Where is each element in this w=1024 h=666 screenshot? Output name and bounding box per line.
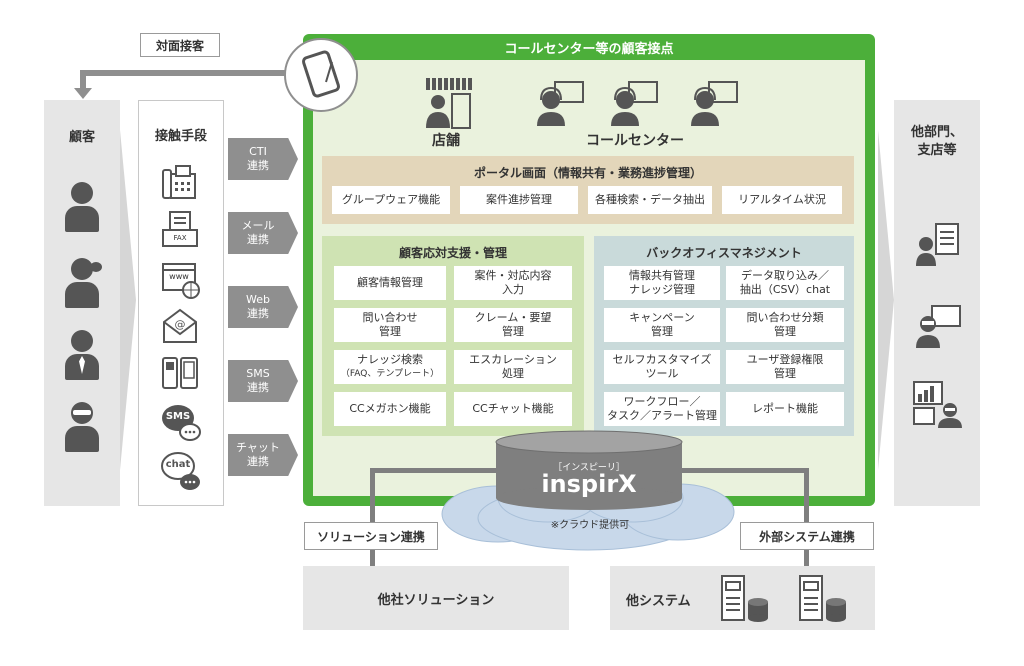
backoffice-item: セルフカスタマイズツール (604, 350, 720, 384)
backoffice-item: データ取り込み／抽出（CSV）chat (726, 266, 844, 300)
solution-connector-horizontal (370, 468, 510, 473)
support-panel: 顧客応対支援・管理 顧客情報管理 案件・対応内容入力 問い合わせ管理 クレーム・… (322, 236, 584, 436)
external-link-label: 外部システム連携 (740, 522, 874, 550)
support-item: エスカレーション処理 (454, 350, 572, 384)
chat-icon: chat (160, 450, 202, 492)
other-dept-chevron (878, 130, 894, 470)
portal-panel: ポータル画面（情報共有・業務進捗管理） グループウェア機能 案件進捗管理 各種検… (322, 156, 854, 224)
mail-icon: @ (162, 308, 198, 344)
mobile-phones-icon (161, 356, 201, 390)
backoffice-item: レポート機能 (726, 392, 844, 426)
inspirx-name: inspirX (541, 470, 637, 498)
store-icon (424, 76, 474, 130)
other-solution-box: 他社ソリューション (303, 566, 569, 630)
support-item: CCチャット機能 (454, 392, 572, 426)
face-to-face-line-vertical (80, 70, 86, 90)
operator-icon (535, 80, 587, 128)
portal-title: ポータル画面（情報共有・業務進捗管理） (473, 166, 702, 180)
backoffice-item: ワークフロー／タスク／アラート管理 (604, 392, 720, 426)
fax-label: FAX (173, 234, 187, 242)
external-connector-horizontal (670, 468, 809, 473)
support-item: CCメガホン機能 (334, 392, 446, 426)
channel-arrow-chat: チャット連携 (228, 434, 298, 476)
backoffice-panel: バックオフィスマネジメント 情報共有管理ナレッジ管理 データ取り込み／抽出（CS… (594, 236, 854, 436)
analytics-team-icon (912, 380, 966, 430)
support-item: 案件・対応内容入力 (454, 266, 572, 300)
server-icon (718, 574, 772, 624)
operator-icon (609, 80, 661, 128)
svg-text:@: @ (175, 318, 186, 331)
database-icon (494, 430, 684, 512)
portal-item: 案件進捗管理 (460, 186, 578, 214)
solution-connector-vertical (370, 468, 375, 566)
backoffice-item: 問い合わせ分類管理 (726, 308, 844, 342)
callcenter-label: コールセンター (586, 133, 684, 149)
contact-title: 接触手段 (154, 129, 207, 144)
phone-fax-icon (161, 164, 199, 202)
sms-icon: SMS (160, 402, 202, 442)
office-worker-computer-icon (914, 304, 964, 350)
face-to-face-label: 対面接客 (140, 33, 220, 57)
backoffice-title: バックオフィスマネジメント (646, 246, 802, 260)
support-item: 問い合わせ管理 (334, 308, 446, 342)
backoffice-item: 情報共有管理ナレッジ管理 (604, 266, 720, 300)
inspirx-ruby: ［インスピーリ］ (553, 463, 625, 473)
external-connector-vertical (804, 468, 809, 566)
chat-label: chat (165, 459, 191, 470)
other-solution-label: 他社ソリューション (377, 592, 495, 608)
backoffice-item: キャンペーン管理 (604, 308, 720, 342)
fax-icon: FAX (160, 210, 200, 250)
customer-contact-title: コールセンター等の顧客接点 (504, 42, 674, 57)
other-system-label: 他システム (626, 594, 691, 609)
store-label: 店舗 (432, 133, 460, 149)
server-icon (796, 574, 850, 624)
customer-glasses-man-icon (62, 402, 102, 454)
support-item: クレーム・要望管理 (454, 308, 572, 342)
support-title: 顧客応対支援・管理 (398, 246, 507, 260)
tablet-icon (284, 38, 358, 112)
www-icon: www (161, 262, 201, 300)
customer-man-icon (62, 182, 102, 234)
support-item: 顧客情報管理 (334, 266, 446, 300)
other-dept-column: 他部門、 支店等 (894, 100, 980, 506)
other-dept-title: 他部門、 支店等 (910, 125, 963, 158)
backoffice-item: ユーザ登録権限管理 (726, 350, 844, 384)
customer-title: 顧客 (68, 130, 95, 145)
operator-icon (689, 80, 741, 128)
contact-column: 接触手段 (138, 100, 224, 506)
portal-item: 各種検索・データ抽出 (588, 186, 712, 214)
channel-arrow-mail: メール連携 (228, 212, 298, 254)
portal-item: グループウェア機能 (332, 186, 450, 214)
face-to-face-arrowhead (74, 88, 92, 99)
office-worker-document-icon (914, 222, 964, 268)
portal-item: リアルタイム状況 (722, 186, 842, 214)
cloud-note: ※クラウド提供可 (550, 520, 630, 531)
customer-chevron (120, 130, 136, 470)
sms-label: SMS (165, 411, 191, 422)
customer-businessman-icon (62, 330, 102, 382)
face-to-face-line-horizontal (80, 70, 302, 76)
solution-link-label: ソリューション連携 (304, 522, 438, 550)
support-item: ナレッジ検索（FAQ、テンプレート） (334, 350, 446, 384)
customer-woman-icon (62, 258, 106, 310)
www-label: www (169, 272, 189, 281)
